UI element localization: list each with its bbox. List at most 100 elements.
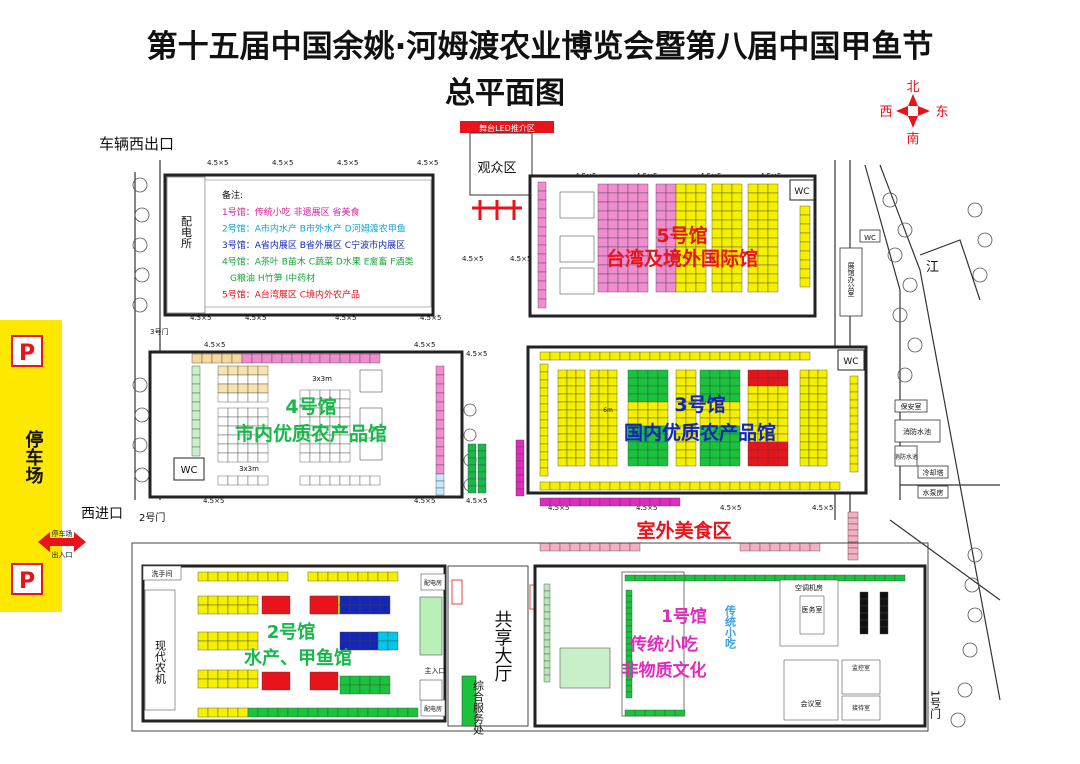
hall2-number: 2号馆 (267, 621, 316, 643)
hall2-stall (267, 571, 279, 582)
hall5-stall (711, 228, 723, 239)
hall5-stall (721, 237, 733, 248)
hall3-stall (557, 425, 568, 435)
hall3-stall (637, 377, 649, 387)
hall5-stall (757, 210, 769, 221)
hall3-stall (657, 449, 669, 459)
hall4-stall (227, 475, 239, 486)
hall2-stall (377, 571, 389, 582)
middle-stall (515, 439, 525, 448)
hall3-stall (808, 409, 819, 419)
hall5-stall (597, 183, 609, 194)
hall2-stall (357, 571, 369, 582)
power-room-box (166, 176, 206, 314)
hall3-stall (767, 377, 779, 387)
hall4-stall (237, 407, 249, 418)
hall3-stall (575, 417, 586, 427)
middle-stall (515, 488, 525, 497)
food-stall (559, 542, 571, 552)
size-tag: 4.5×5 (203, 497, 224, 505)
shared-hall-label: 共享大厅 (492, 610, 513, 682)
hall5-stall (627, 201, 639, 212)
hall5-stall (537, 217, 547, 228)
hall5-stall (799, 250, 811, 261)
hall3-stall (637, 369, 649, 379)
hall3-stall (808, 385, 819, 395)
hall2-stall (197, 604, 209, 615)
hall3-stall (709, 457, 721, 467)
hall5-stall (537, 253, 547, 264)
hall4-stall (435, 365, 445, 376)
gate3-label: 3号门 (150, 327, 168, 336)
hall3-stall (557, 409, 568, 419)
hall4-stall (319, 353, 331, 364)
hall5-stall (695, 273, 707, 284)
hall4-stall (261, 353, 273, 364)
modern-farm-machine-area (144, 589, 176, 711)
hall3-stall (679, 351, 691, 361)
hall5-stall (655, 273, 667, 284)
hall3-stall (627, 457, 639, 467)
hall5-stall (757, 264, 769, 275)
size-tag: 4.5×5 (204, 341, 225, 349)
hall5-stall (685, 282, 697, 293)
food-stall (749, 542, 761, 552)
audience-label: 观众区 (477, 161, 516, 176)
hall3-stall (767, 393, 779, 403)
hall3-number: 3号馆 (674, 393, 725, 416)
middle-stall (515, 446, 525, 455)
hall4-stall (227, 443, 239, 454)
hall2-stall (277, 707, 289, 718)
hall2-stall (339, 595, 351, 606)
hall5-stall (637, 282, 649, 293)
audience-area (469, 132, 533, 196)
hall1-stall (864, 574, 876, 582)
hall3-stall (657, 401, 669, 411)
hall2-stall (227, 631, 239, 642)
hall3-stall (747, 401, 759, 411)
hall2-stall (387, 631, 399, 642)
hall1-stall (625, 685, 633, 693)
hall3-stall (598, 417, 609, 427)
hall5-stall (617, 282, 629, 293)
fire-pool2-label: 消防水池 (894, 453, 918, 461)
hall4-stall (435, 401, 445, 412)
hall5-stall (799, 205, 811, 216)
hall2-stall (237, 604, 249, 615)
hall3-stall (685, 385, 697, 395)
size-tag: 4.5×5 (720, 504, 741, 512)
fire-pool (894, 419, 941, 443)
hall3-stall (769, 351, 781, 361)
hall5-stall (537, 244, 547, 255)
hall3-stall (649, 351, 661, 361)
hall2-stall (247, 631, 259, 642)
hall4-stall (271, 353, 283, 364)
hall4-stall (247, 383, 259, 394)
hall5-stall (675, 192, 687, 203)
hall3-stall (575, 369, 586, 379)
exhibit-office (839, 247, 863, 317)
notes-box (204, 179, 432, 308)
hall3-stall (799, 409, 810, 419)
hall5-stall (537, 289, 547, 300)
hall5-stall (537, 190, 547, 201)
hall4-stall (247, 392, 259, 403)
hall3-stall (729, 369, 741, 379)
hall3-stall (539, 379, 549, 389)
hall3-stall (747, 385, 759, 395)
hall4-stall (299, 452, 311, 463)
hall1-stall (543, 646, 551, 655)
hall4-stall (217, 425, 229, 436)
hall3-stall (777, 369, 789, 379)
hall3-stall (849, 447, 859, 457)
hall3-stall (639, 351, 651, 361)
hall4-stall (217, 374, 229, 385)
hall3-stall (539, 451, 549, 461)
hall3-stall (566, 425, 577, 435)
hall4-stall (299, 475, 311, 486)
hall4-stall (191, 428, 201, 439)
hall2-stall (307, 707, 319, 718)
middle-stall (467, 471, 477, 480)
hall3-stall (675, 449, 687, 459)
hall5-stall (665, 273, 677, 284)
